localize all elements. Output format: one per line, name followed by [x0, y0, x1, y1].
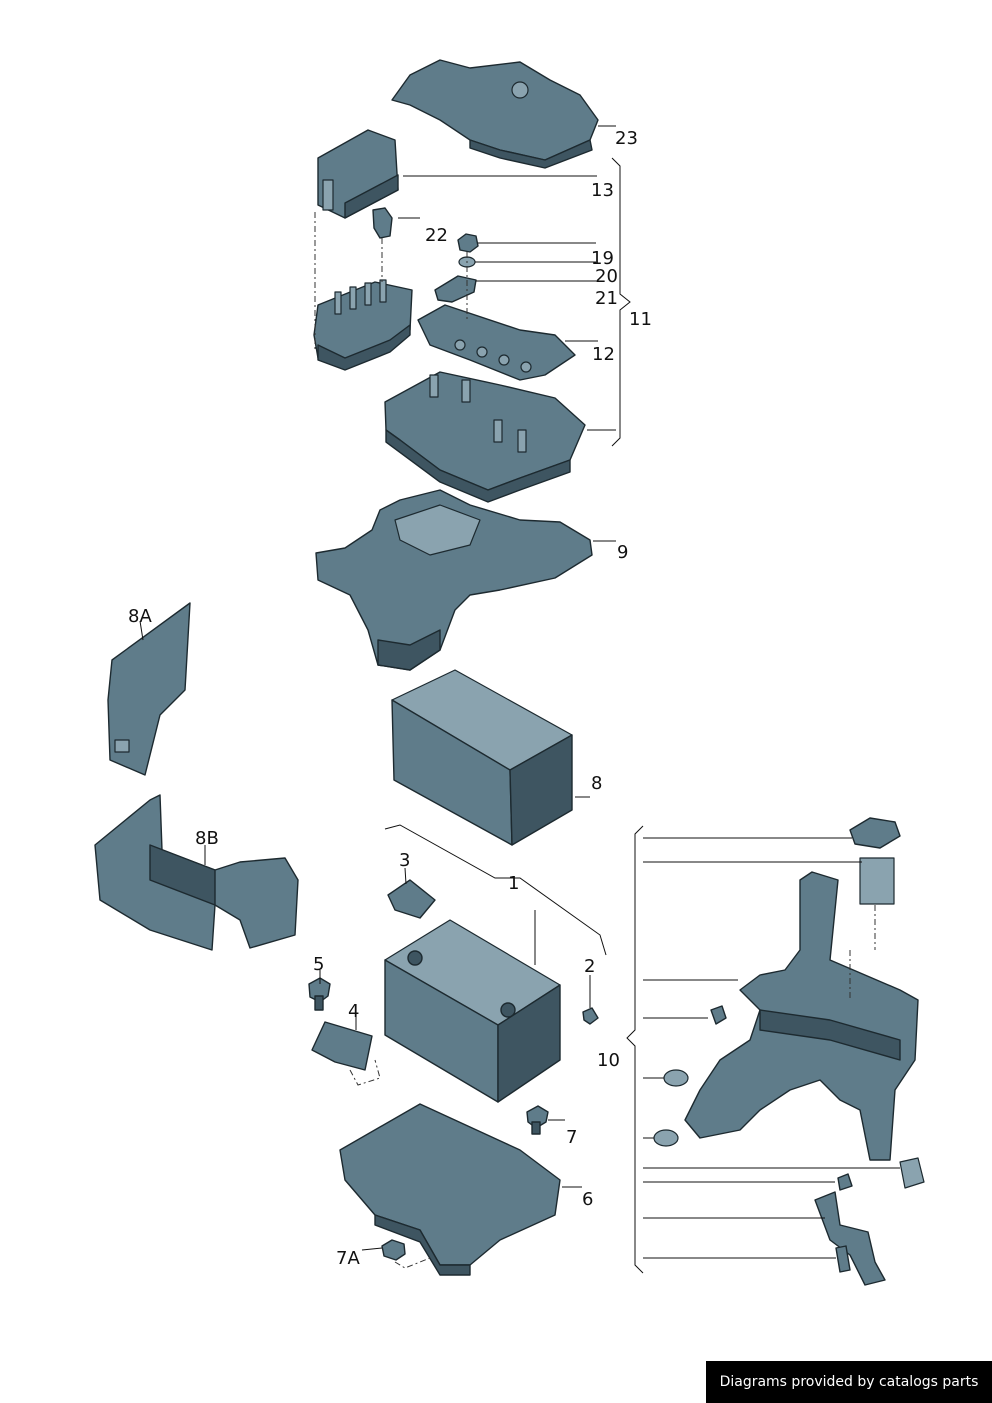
part-3-terminal-cover	[387, 879, 436, 919]
callout-8a: 8A	[128, 606, 152, 627]
callout-22: 22	[425, 225, 448, 246]
callout-23: 23	[615, 128, 638, 149]
callout-9: 9	[617, 542, 628, 563]
callout-4: 4	[348, 1001, 359, 1022]
part-8a-side-panel	[107, 602, 191, 776]
callout-8b: 8B	[195, 828, 219, 849]
callout-6: 6	[582, 1189, 593, 1210]
fuse-holder	[313, 279, 413, 371]
part-7-bolt	[526, 1105, 549, 1135]
callout-3: 3	[399, 850, 410, 871]
part-8-battery-insulation	[391, 669, 573, 846]
part-10-mounting-bracket	[653, 817, 925, 1286]
part-23-cover	[391, 59, 599, 169]
credit-banner: Diagrams provided by catalogs parts	[706, 1361, 992, 1403]
callout-11: 11	[629, 309, 652, 330]
part-22-fuse	[372, 207, 393, 239]
callout-1: 1	[508, 873, 519, 894]
callout-21: 21	[595, 288, 618, 309]
part-9-battery-holder	[315, 489, 593, 671]
callout-labels: 23 13 22 19 20 21 11 12 9 8A 8 8B 3 1 5 …	[128, 128, 652, 1269]
callout-5: 5	[313, 954, 324, 975]
callout-20: 20	[595, 266, 618, 287]
assembly-lines	[314, 212, 876, 1269]
callout-8: 8	[591, 773, 602, 794]
callout-10: 10	[597, 1050, 620, 1071]
part-12-bus-bar	[417, 304, 576, 381]
part-6-battery-tray	[339, 1103, 561, 1276]
part-8b-lower-panel	[94, 794, 299, 951]
callout-19: 19	[591, 248, 614, 269]
part-11-fuse-box-base	[384, 371, 586, 503]
part-5-bolt	[308, 977, 331, 1011]
callout-12: 12	[592, 344, 615, 365]
leader-lines	[139, 125, 900, 1274]
callout-7: 7	[566, 1127, 577, 1148]
part-1-battery	[384, 919, 561, 1103]
part-21-bracket	[434, 275, 477, 303]
part-7a-nut	[381, 1239, 406, 1261]
part-19-nut	[457, 233, 479, 253]
part-2-screw	[582, 1007, 599, 1025]
callout-2: 2	[584, 956, 595, 977]
callout-13: 13	[591, 180, 614, 201]
part-4-clamp	[311, 1021, 373, 1071]
callout-7a: 7A	[336, 1248, 360, 1269]
part-13-box-cover	[317, 129, 399, 219]
